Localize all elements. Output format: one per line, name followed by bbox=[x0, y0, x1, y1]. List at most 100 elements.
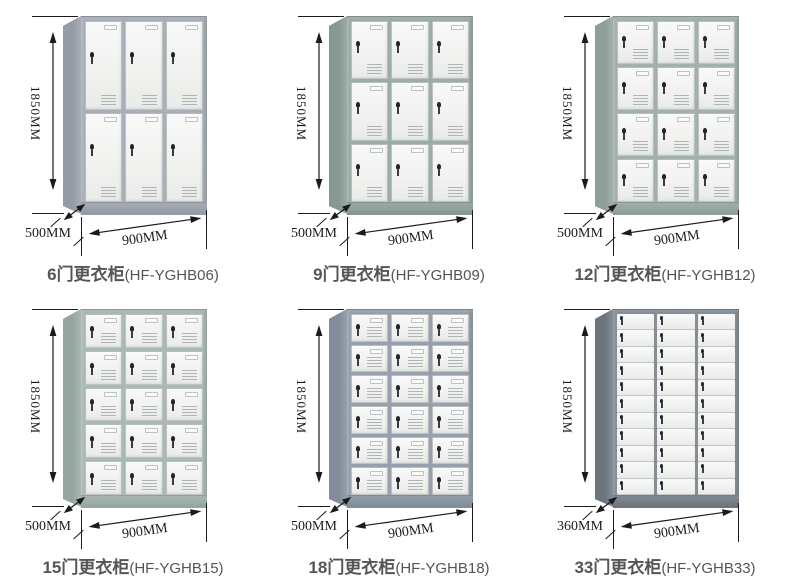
locker-door bbox=[697, 396, 735, 413]
depth-dimension-label: 500MM bbox=[291, 226, 337, 241]
locker-door bbox=[431, 344, 469, 373]
label-slot bbox=[636, 25, 650, 30]
depth-extension-tick bbox=[339, 529, 350, 540]
label-slot bbox=[410, 379, 424, 385]
locker-door bbox=[657, 363, 695, 380]
vent-grille bbox=[713, 141, 729, 151]
vent-grille bbox=[367, 186, 383, 197]
vent-grille bbox=[367, 387, 383, 398]
locker-door bbox=[391, 405, 429, 434]
locker-door bbox=[697, 445, 735, 463]
lock-key-icon bbox=[662, 81, 667, 94]
vent-grille bbox=[673, 141, 689, 151]
lock-key-icon bbox=[622, 81, 626, 94]
locker-door bbox=[431, 21, 469, 80]
vent-grille bbox=[101, 332, 117, 343]
locker-door bbox=[617, 445, 655, 463]
locker-door bbox=[431, 82, 469, 141]
locker-door bbox=[697, 330, 735, 347]
vent-grille bbox=[447, 326, 463, 337]
lock-key-icon bbox=[436, 354, 441, 367]
lock-key-icon bbox=[622, 35, 626, 48]
locker-door bbox=[617, 346, 655, 364]
locker-doors-grid bbox=[85, 21, 203, 202]
product-card[interactable]: 1850MM 500MM bbox=[0, 293, 266, 586]
lock-key-icon bbox=[620, 480, 623, 490]
height-dimension-label: 1850MM bbox=[560, 86, 575, 142]
lock-key-icon bbox=[662, 173, 667, 186]
lock-key-icon bbox=[396, 102, 401, 115]
locker-door bbox=[697, 379, 735, 397]
product-card[interactable]: 1850MM 360MM bbox=[532, 293, 798, 586]
vent-grille bbox=[101, 479, 117, 490]
locker-door bbox=[617, 159, 655, 202]
locker-door bbox=[165, 424, 203, 459]
lock-key-icon bbox=[660, 382, 664, 392]
lock-key-icon bbox=[356, 163, 360, 176]
label-slot bbox=[184, 465, 198, 471]
product-illustration: 1850MM 500MM bbox=[557, 4, 773, 256]
locker-door bbox=[165, 387, 203, 422]
bottom-extension-line bbox=[298, 506, 330, 507]
product-illustration: 1850MM 500MM bbox=[25, 4, 241, 256]
vent-grille bbox=[673, 49, 689, 59]
product-card[interactable]: 1850MM 500MM bbox=[532, 0, 798, 293]
height-dimension-label: 1850MM bbox=[294, 86, 309, 142]
lock-key-icon bbox=[702, 127, 707, 140]
product-card[interactable]: 1850MM 500MM bbox=[0, 0, 266, 293]
locker-door bbox=[697, 412, 735, 430]
width-extension-line-left bbox=[347, 510, 348, 549]
locker-door bbox=[125, 314, 163, 348]
label-slot bbox=[104, 354, 118, 360]
product-label: 12门更衣柜(HF-YGHB12) bbox=[574, 260, 755, 285]
label-slot bbox=[450, 440, 464, 446]
lock-key-icon bbox=[396, 415, 401, 428]
locker-door bbox=[391, 436, 429, 465]
lock-key-icon bbox=[90, 143, 94, 156]
locker-door bbox=[431, 375, 469, 403]
product-illustration: 1850MM 360MM bbox=[557, 297, 773, 549]
label-slot bbox=[450, 147, 464, 153]
lock-key-icon bbox=[130, 399, 135, 412]
label-slot bbox=[636, 117, 650, 122]
lock-key-icon bbox=[130, 472, 135, 485]
vent-grille bbox=[633, 141, 649, 151]
product-card[interactable]: 1850MM 500MM bbox=[266, 0, 532, 293]
locker-door bbox=[657, 429, 695, 446]
vent-grille bbox=[673, 187, 689, 197]
vent-grille bbox=[141, 95, 157, 105]
vent-grille bbox=[407, 357, 423, 368]
lock-key-icon bbox=[170, 325, 175, 338]
height-dimension-label: 1850MM bbox=[28, 86, 43, 142]
locker-door bbox=[391, 375, 429, 403]
locker-door bbox=[657, 330, 695, 347]
lock-key-icon bbox=[620, 365, 623, 375]
label-slot bbox=[144, 117, 158, 122]
top-extension-line bbox=[32, 309, 78, 310]
product-name: 6门更衣柜 bbox=[47, 265, 125, 284]
vent-grille bbox=[141, 369, 157, 380]
lock-key-icon bbox=[702, 35, 707, 48]
locker-door bbox=[85, 350, 123, 385]
locker-door bbox=[617, 67, 655, 110]
vent-grille bbox=[713, 49, 729, 59]
lock-key-icon bbox=[396, 323, 401, 336]
lock-key-icon bbox=[700, 464, 704, 474]
width-extension-line-right bbox=[738, 503, 739, 542]
label-slot bbox=[370, 440, 384, 446]
lock-key-icon bbox=[170, 436, 175, 449]
vent-grille bbox=[407, 125, 423, 136]
lock-key-icon bbox=[660, 316, 664, 326]
product-card[interactable]: 1850MM 500MM bbox=[266, 293, 532, 586]
depth-dimension-label: 500MM bbox=[291, 519, 337, 534]
lock-key-icon bbox=[700, 447, 704, 457]
label-slot bbox=[450, 379, 464, 385]
label-slot bbox=[104, 465, 118, 471]
label-slot bbox=[676, 71, 690, 76]
locker-door bbox=[85, 21, 123, 110]
vent-grille bbox=[101, 443, 117, 454]
width-extension-line-right bbox=[206, 503, 207, 542]
cabinet-front bbox=[613, 309, 739, 508]
vent-grille bbox=[367, 326, 383, 337]
lock-key-icon bbox=[396, 163, 401, 176]
